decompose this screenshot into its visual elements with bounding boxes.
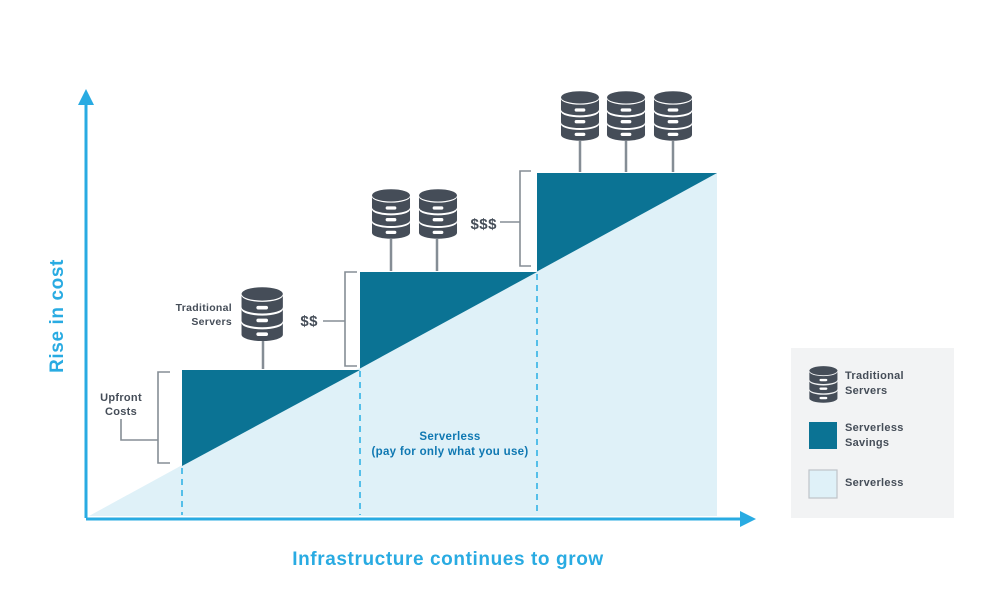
upfront-costs-label-line2: Costs	[104, 406, 138, 418]
serverless-area-label-line2: (pay for only what you use)	[371, 446, 529, 458]
server-stems	[261, 141, 675, 369]
traditional-servers-label-line1: Traditional	[175, 302, 232, 314]
y-axis-arrowhead	[78, 89, 94, 105]
traditional-servers-label-line2: Servers	[191, 316, 232, 328]
x-axis-title: Infrastructure continues to grow	[292, 549, 604, 570]
upfront-costs-label-line1: Upfront	[100, 392, 142, 404]
savings-step-2	[360, 272, 537, 369]
server-icon	[371, 189, 411, 239]
cost-label-step3: $$$	[470, 216, 497, 233]
traditional-servers-label: Traditional Servers	[145, 301, 232, 329]
annotation-brackets	[120, 170, 531, 464]
legend-item-traditional-line2: Servers	[845, 384, 888, 397]
upfront-costs-label: Upfront Costs	[91, 391, 151, 419]
legend-item-savings-line2: Savings	[845, 436, 890, 449]
savings-step-1	[182, 370, 360, 466]
legend-item-serverless-savings: Serverless Savings	[845, 421, 950, 450]
legend-item-serverless: Serverless	[845, 476, 950, 491]
upfront-costs-bracket	[157, 371, 170, 464]
legend-savings-swatch	[809, 422, 837, 449]
server-icon	[560, 91, 600, 141]
legend-item-traditional-line1: Traditional	[845, 370, 904, 382]
cost2-bracket	[344, 271, 357, 367]
legend-item-savings-line1: Serverless	[845, 422, 904, 434]
serverless-area-label: Serverless (pay for only what you use)	[330, 430, 570, 460]
savings-step-3	[537, 173, 717, 272]
upfront-costs-connector	[120, 419, 158, 441]
cost-label-step2: $$	[300, 313, 318, 330]
legend-serverless-swatch	[808, 469, 838, 499]
cost3-bracket	[519, 170, 531, 267]
legend-item-serverless-line1: Serverless	[845, 477, 904, 489]
legend-item-traditional-servers: Traditional Servers	[845, 369, 950, 398]
server-icon	[606, 91, 646, 141]
server-icon	[241, 287, 283, 342]
y-axis-title: Rise in cost	[47, 259, 68, 373]
serverless-area-label-line1: Serverless	[419, 431, 481, 443]
x-axis-arrowhead	[740, 511, 756, 527]
server-icon	[653, 91, 693, 141]
